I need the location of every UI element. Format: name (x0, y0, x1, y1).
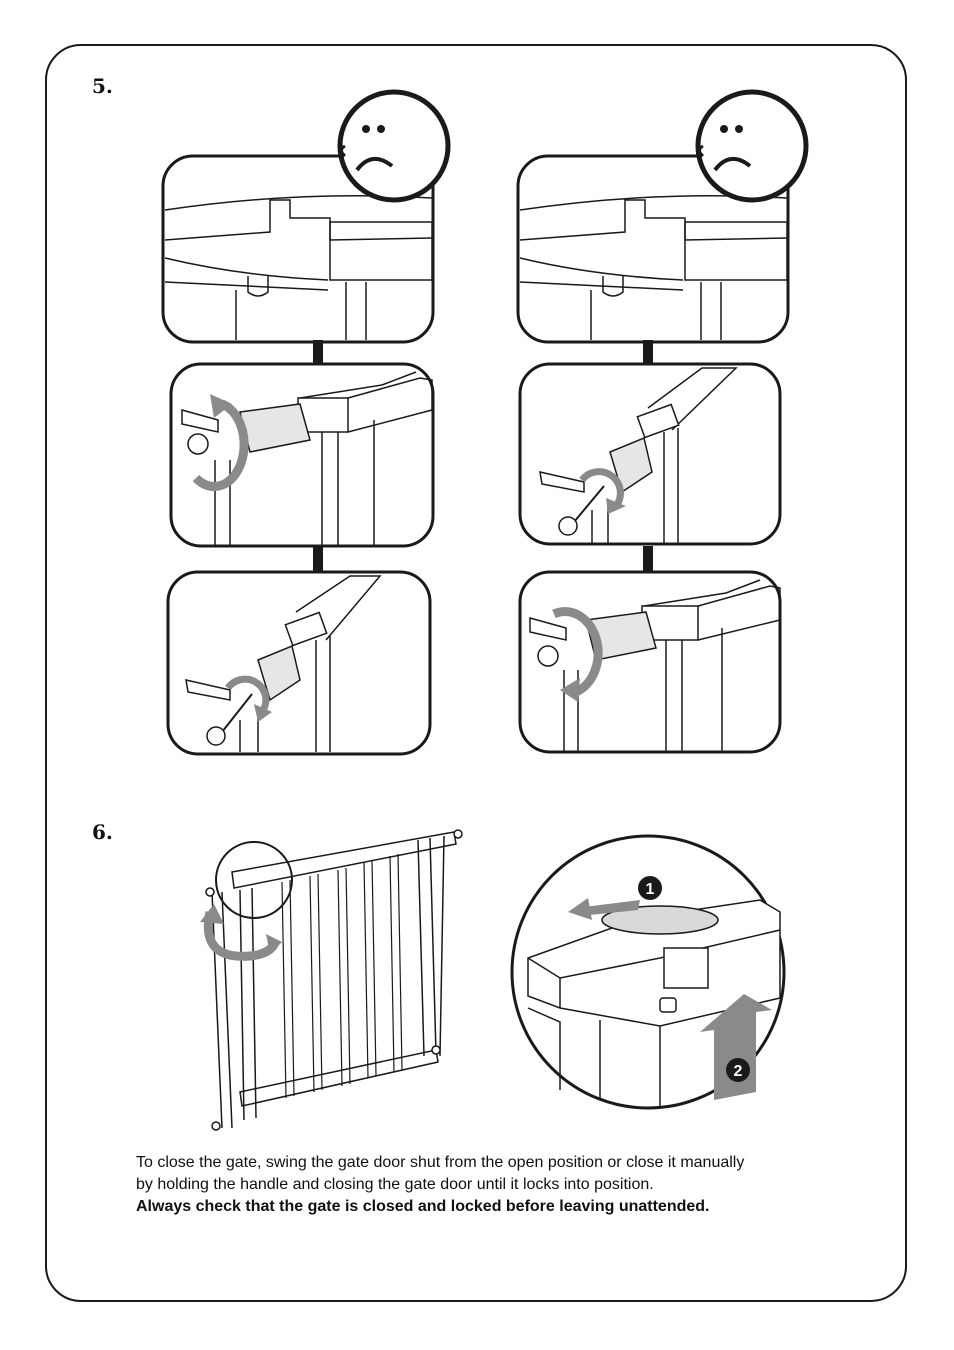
step5-left-top-panel (161, 154, 435, 344)
instructions-caption: To close the gate, swing the gate door s… (136, 1152, 856, 1218)
callout-1: 1 (638, 876, 662, 900)
rotate-arrow-icon (200, 904, 282, 961)
step-5-number: 5. (92, 74, 113, 98)
rotate-arrow-icon (579, 468, 626, 514)
sad-face-icon (337, 89, 451, 203)
push-arrow-icon (700, 994, 772, 1100)
push-arrow-icon (568, 898, 640, 920)
rotate-arrow-icon (225, 675, 272, 722)
step-6-number: 6. (92, 820, 113, 844)
step5-right-bottom-panel (518, 570, 782, 754)
callout-2: 2 (726, 1058, 750, 1082)
svg-text:1: 1 (646, 881, 655, 898)
caption-line-1: To close the gate, swing the gate door s… (136, 1154, 745, 1171)
svg-text:2: 2 (734, 1063, 743, 1080)
caption-line-2: by holding the handle and closing the ga… (136, 1176, 654, 1193)
gate-illustration (205, 829, 463, 1131)
sad-face-icon (695, 89, 809, 203)
caption-warning: Always check that the gate is closed and… (136, 1198, 710, 1215)
step5-right-middle-panel (518, 362, 782, 546)
rotate-arrow-icon (192, 394, 249, 492)
step5-right-top-panel (516, 154, 790, 344)
step5-left-bottom-panel (166, 570, 432, 756)
rotate-arrow-icon (552, 607, 603, 702)
page-border (45, 44, 907, 1302)
step5-left-middle-panel (169, 362, 435, 548)
